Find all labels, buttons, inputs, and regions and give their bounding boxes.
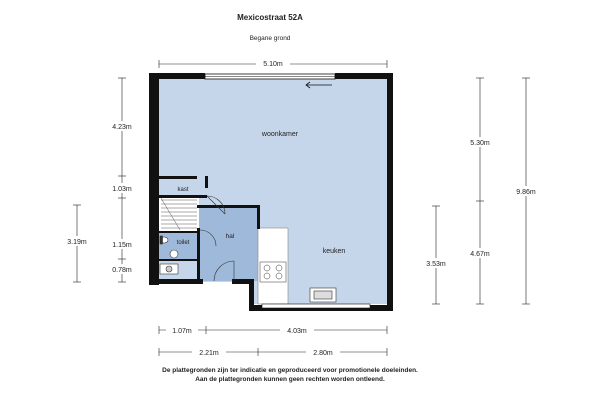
- disclaimer-line-1: De plattegronden zijn ter indicatie en g…: [162, 367, 418, 374]
- dim-left-outer: 3.19m: [67, 239, 87, 246]
- floor-name: Begane grond: [249, 35, 291, 42]
- kast-fill: [159, 178, 207, 196]
- interior-walls: [157, 176, 260, 284]
- dim-top-width: 5.10m: [263, 61, 283, 68]
- room-label-toilet: toilet: [177, 240, 190, 246]
- dim-right-lower: 4.67m: [470, 251, 490, 258]
- stair-area: [159, 196, 199, 232]
- hall-fill: [198, 205, 258, 281]
- kitchen-sink: [309, 287, 337, 303]
- room-label-living: woonkamer: [261, 131, 299, 138]
- plan-title: Mexicostraat 52A: [237, 13, 303, 22]
- room-label-kast: kast: [177, 187, 188, 193]
- dim-left-living: 4.23m: [112, 124, 132, 131]
- dim-bottom-4: 2.80m: [313, 350, 333, 357]
- dim-left-stairs: 1.15m: [112, 242, 132, 249]
- toilet-fixture: [159, 235, 169, 245]
- staircase: [160, 197, 197, 231]
- bottom-left-white: [149, 282, 249, 312]
- door-swings: [199, 195, 235, 282]
- rear-window: [261, 303, 371, 309]
- dim-right-living: 5.30m: [470, 140, 490, 147]
- room-label-hall: hal: [226, 233, 235, 240]
- toilet-fill: [159, 232, 199, 260]
- room-label-kitchen: keuken: [323, 248, 346, 255]
- disclaimer-line-2: Aan de plattegronden kunnen geen rechten…: [195, 376, 385, 383]
- dim-bottom-3: 2.21m: [199, 350, 219, 357]
- entry-arrow: [305, 81, 332, 89]
- dim-kitchen-height: 3.53m: [426, 261, 446, 268]
- dim-right-total: 9.86m: [516, 189, 536, 196]
- washbasin: [159, 249, 179, 275]
- dim-left-kast: 1.03m: [112, 186, 132, 193]
- dim-bottom-2: 4.03m: [287, 328, 307, 335]
- dim-left-bottom: 0.78m: [112, 267, 132, 274]
- stove: [259, 261, 287, 283]
- dim-bottom-1: 1.07m: [172, 328, 192, 335]
